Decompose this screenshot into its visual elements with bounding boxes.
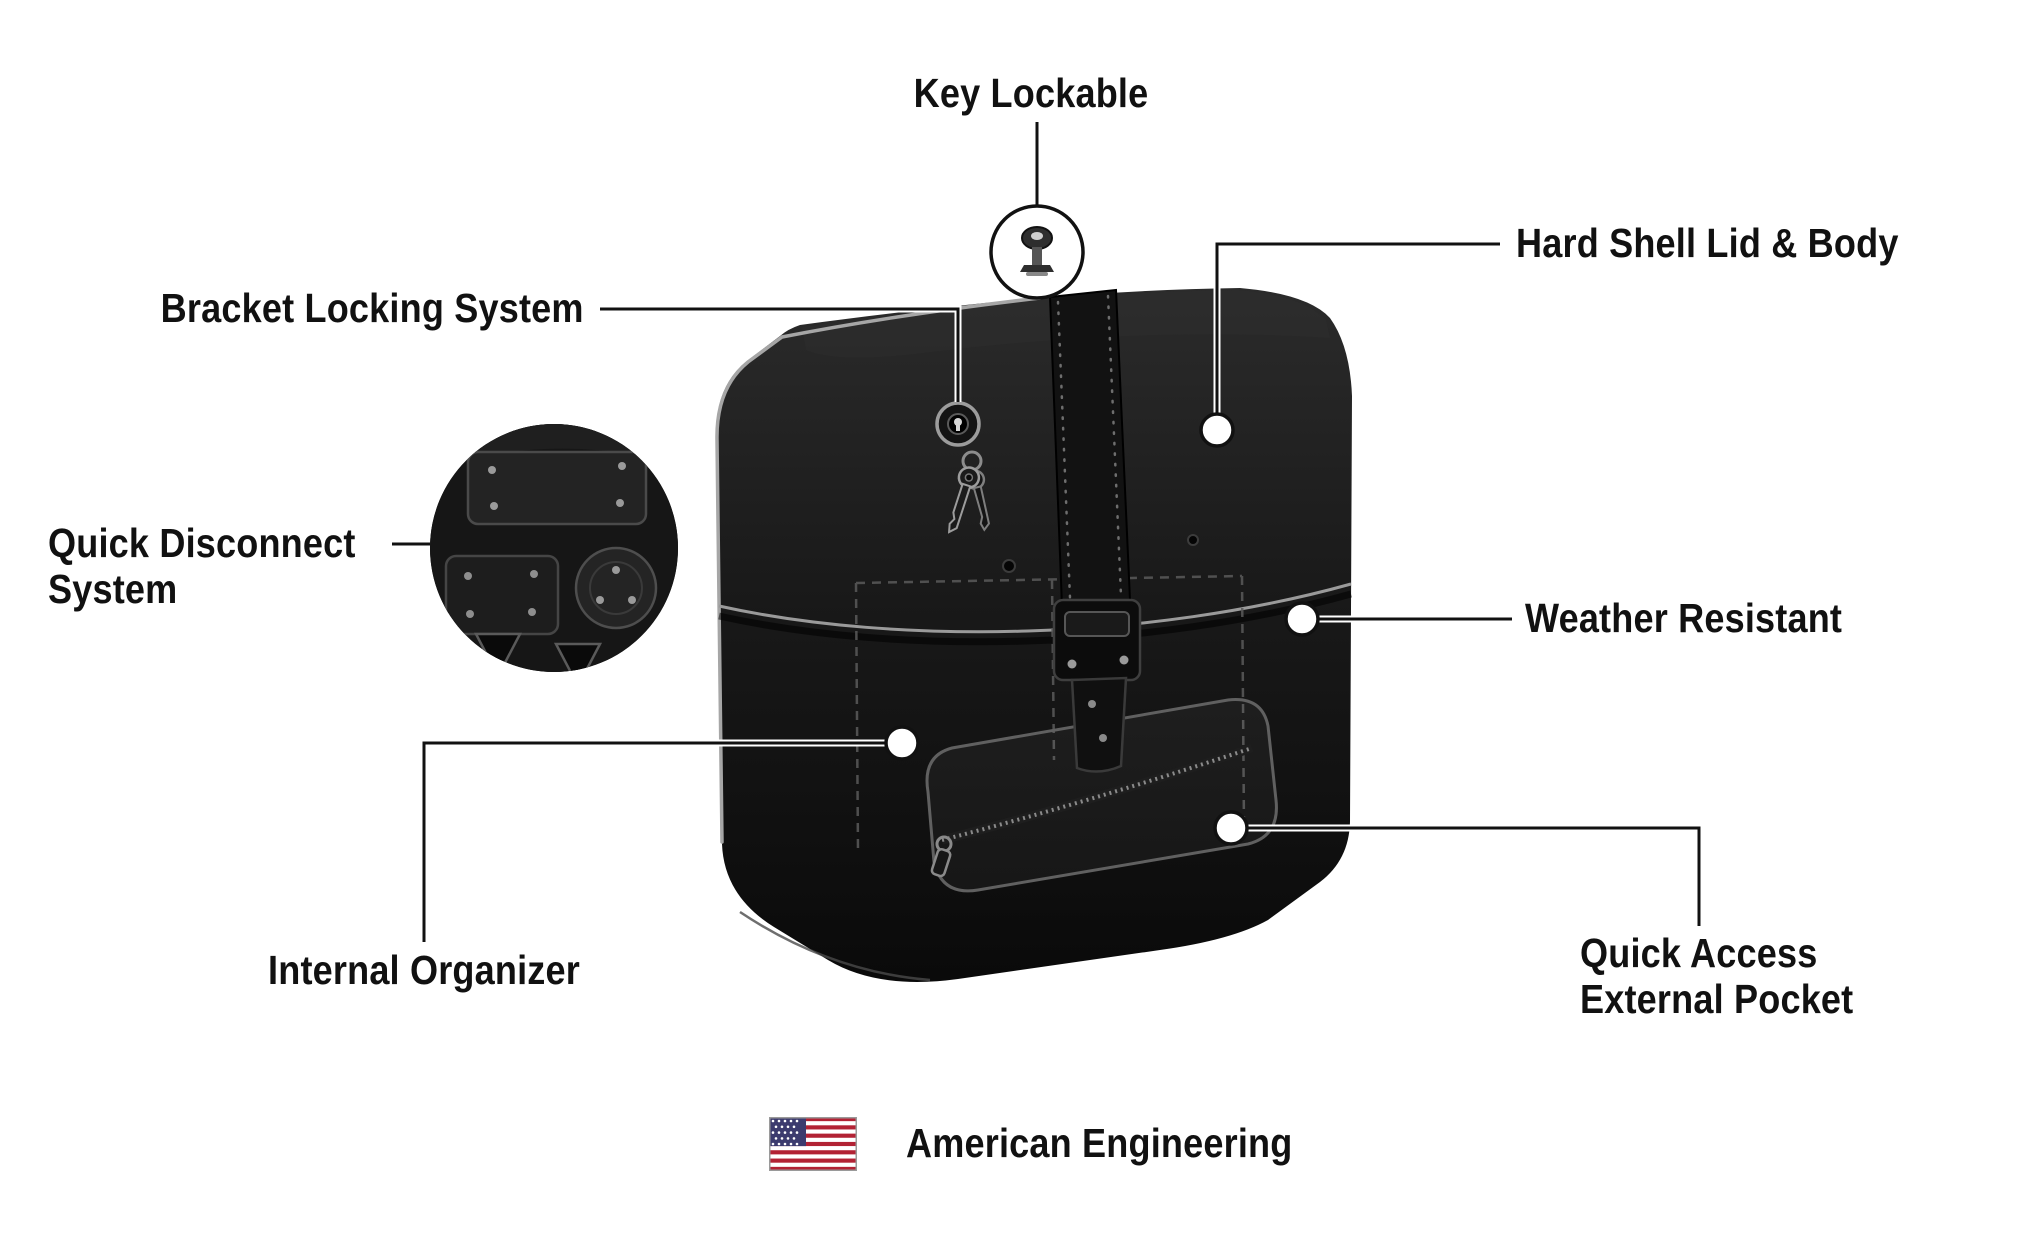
zipper-pull-icon (930, 835, 953, 878)
strap-buckle (1052, 598, 1142, 773)
callout-label-bracket-locking: Bracket Locking System (161, 285, 584, 331)
key-icon (1020, 226, 1054, 276)
quick-disconnect-inset (430, 424, 678, 672)
callout-label-weather-resistant: Weather Resistant (1525, 595, 1843, 641)
hard-case-illustration (715, 288, 1352, 982)
callout-line-hard-shell (1213, 240, 1500, 413)
callout-line-quick-access-pocket (1248, 824, 1703, 926)
callout-line-bracket-locking (600, 305, 962, 402)
lock-and-keys-icon (935, 401, 991, 534)
marker-weather-resistant (1284, 601, 1320, 637)
callout-label-quick-access-pocket: Quick Access External Pocket (1580, 930, 1854, 1022)
marker-internal-organizer (884, 725, 920, 761)
callout-label-quick-disconnect: Quick Disconnect System (48, 520, 356, 612)
callout-label-internal-organizer: Internal Organizer (268, 947, 580, 993)
footer: American Engineering (769, 1117, 1345, 1171)
callout-label-hard-shell: Hard Shell Lid & Body (1516, 220, 1899, 266)
lid-seam (718, 582, 1352, 634)
callout-label-key-lockable: Key Lockable (913, 70, 1149, 116)
callout-line-internal-organizer (420, 739, 885, 942)
edge-highlight (715, 296, 1042, 844)
marker-hard-shell (1199, 412, 1235, 448)
us-flag-icon (769, 1117, 857, 1171)
rivet (1187, 534, 1199, 546)
footer-label: American Engineering (906, 1120, 1293, 1167)
external-pocket (925, 698, 1278, 893)
lid-strap (1048, 288, 1132, 608)
rivet (1002, 559, 1016, 573)
key-lockable-badge (989, 204, 1085, 300)
marker-quick-access-pocket (1213, 810, 1249, 846)
